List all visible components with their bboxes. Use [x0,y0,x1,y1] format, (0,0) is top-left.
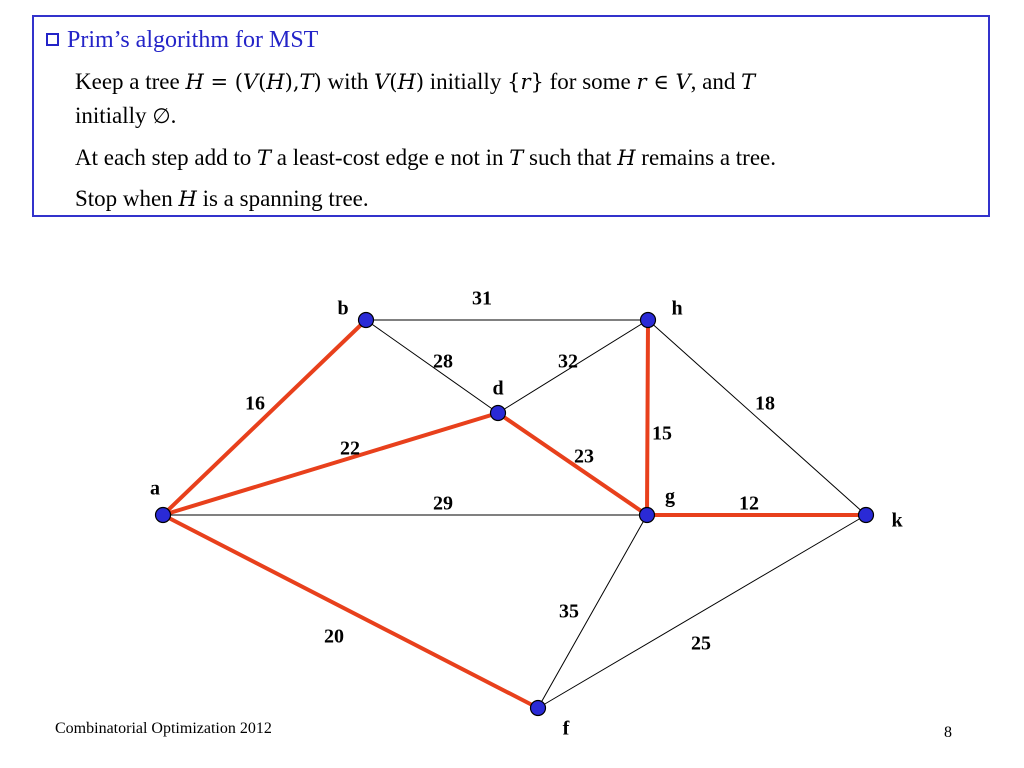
edges-layer [161,318,868,710]
node-h [639,311,657,329]
text-run: with [321,69,375,94]
edge-labels-layer: 31 28 32 16 18 22 15 23 29 12 35 20 25 [245,288,775,655]
edge-f-k [537,514,867,709]
text-run: for some [543,69,637,94]
edge-d-g [496,411,649,517]
math-run: } [530,70,544,94]
definition-line-4: Stop when H is a spanning tree. [75,186,369,212]
text-run: . [170,103,177,128]
edge-weight-f-k: 25 [691,633,711,655]
text-run: , and [690,69,742,94]
math-run: T [509,146,524,170]
node-k [857,506,875,524]
edge-weight-h-g: 15 [652,423,672,445]
math-run: V [242,70,259,94]
node-d [489,404,507,422]
nodes-layer [154,311,875,717]
text-run: remains a tree. [635,145,777,170]
text-run: Keep a tree [75,69,186,94]
node-b [357,311,375,329]
math-run: V [675,70,691,94]
math-run: ( [389,70,398,94]
node-f [529,699,547,717]
text-run: At each step add to [75,145,258,170]
edge-b-d [365,319,499,414]
math-run: H [185,70,204,94]
math-run: ( [258,70,267,94]
edge-weight-a-d: 22 [340,438,360,460]
definition-box: Prim’s algorithm for MST Keep a tree H =… [32,15,990,217]
math-run: T [257,146,272,170]
math-run: ) [313,70,322,94]
math-run: H [178,187,197,211]
text-run: Stop when [75,186,179,211]
edge-weight-a-g: 29 [433,493,453,515]
math-run: T [299,70,314,94]
text-run: such that [523,145,618,170]
node-label-g: g [665,486,675,508]
node-label-a: a [150,478,160,500]
slide-heading: Prim’s algorithm for MST [46,27,318,54]
edge-h-k [647,319,867,516]
math-run: H [617,146,636,170]
math-run: r [636,70,647,94]
math-run: H [397,70,416,94]
checkbox-bullet-icon [46,33,59,46]
edge-h-g [645,318,650,517]
node-label-d: d [492,378,503,400]
text-run: a least-cost edge e not in [271,145,510,170]
page-number: 8 [944,724,952,741]
node-labels-layer: a b d h g k f [150,298,903,740]
node-a [154,506,172,524]
edge-a-d [161,411,500,517]
edge-weight-d-g: 23 [574,446,594,468]
math-run: = ( [203,70,243,94]
heading-text: Prim’s algorithm for MST [67,27,319,53]
edge-g-f [537,514,648,709]
node-g [638,506,656,524]
math-run: T [741,70,756,94]
edge-weight-h-k: 18 [755,393,775,415]
node-label-b: b [337,298,348,320]
text-run: initially [75,103,153,128]
math-run: ), [284,70,300,94]
edge-weight-b-h: 31 [472,288,492,310]
footer-course-title: Combinatorial Optimization 2012 [55,720,272,737]
text-run: initially [424,69,508,94]
edge-weight-d-h: 32 [558,351,578,373]
edge-weight-b-d: 28 [433,351,453,373]
edge-weight-g-f: 35 [559,601,579,623]
definition-line-1: Keep a tree H = (V(H),T) with V(H) initi… [75,69,755,95]
node-label-k: k [891,510,903,532]
math-run: { [507,70,521,94]
definition-line-2: initially ∅. [75,103,176,129]
node-label-h: h [671,298,682,320]
edge-weight-a-b: 16 [245,393,265,415]
definition-line-3: At each step add to T a least-cost edge … [75,145,776,171]
node-label-f: f [563,718,570,740]
edge-weight-a-f: 20 [324,626,344,648]
edge-a-f [161,513,540,710]
math-run: r [520,70,531,94]
math-run: ∈ [646,70,676,94]
text-run: is a spanning tree. [196,186,369,211]
edge-d-h [497,319,649,414]
math-run: V [374,70,390,94]
math-run: ) [415,70,425,94]
math-run: ∅ [152,104,171,128]
math-run: H [266,70,285,94]
edge-weight-g-k: 12 [739,493,759,515]
edge-a-b [161,318,368,517]
